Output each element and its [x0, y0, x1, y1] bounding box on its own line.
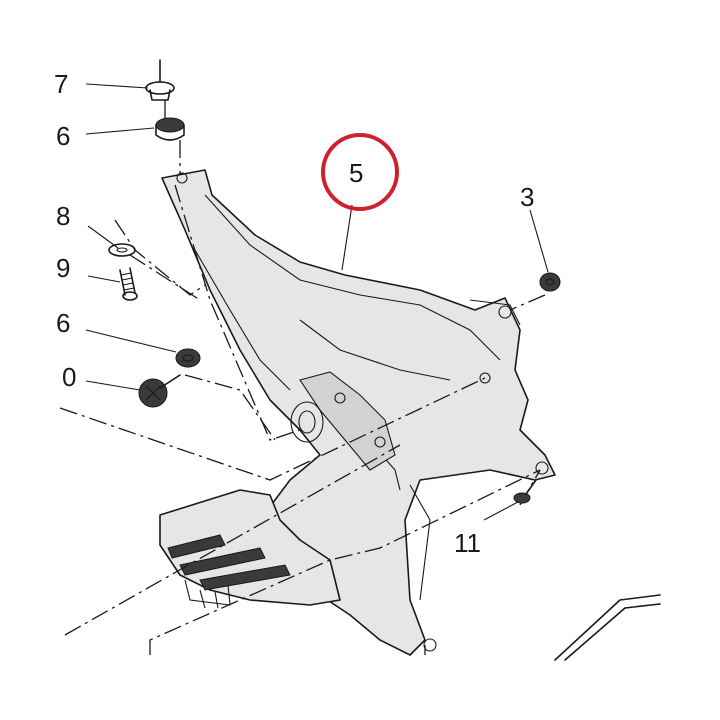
leader-lines — [85, 83, 549, 521]
callout-8[interactable]: 8 — [56, 201, 70, 231]
callout-labels: 7 6 5 8 3 9 6 0 11 — [54, 69, 534, 558]
fairing-panel — [161, 169, 556, 656]
lower-bracket — [159, 489, 341, 609]
washer-part-8 — [108, 243, 136, 257]
assembly-lines — [59, 100, 546, 655]
screw-part-9 — [119, 267, 138, 301]
callout-6-upper[interactable]: 6 — [56, 121, 70, 151]
highlight-circle — [321, 133, 399, 211]
frame-outline — [554, 594, 661, 661]
callout-7[interactable]: 7 — [54, 69, 68, 99]
grommet-part-6a — [155, 117, 185, 141]
grommet-part-6b — [175, 348, 201, 368]
callout-9[interactable]: 9 — [56, 253, 70, 283]
callout-5[interactable]: 5 — [349, 158, 363, 188]
grommet-part-3 — [539, 272, 561, 292]
bolt-part-11 — [513, 479, 537, 504]
callout-10[interactable]: 0 — [62, 362, 76, 392]
hardware — [108, 59, 561, 504]
callout-6-lower[interactable]: 6 — [56, 308, 70, 338]
rivet-part-10 — [138, 374, 181, 408]
callout-11[interactable]: 11 — [454, 528, 481, 558]
clip-part-7 — [145, 59, 175, 101]
callout-3[interactable]: 3 — [520, 182, 534, 212]
